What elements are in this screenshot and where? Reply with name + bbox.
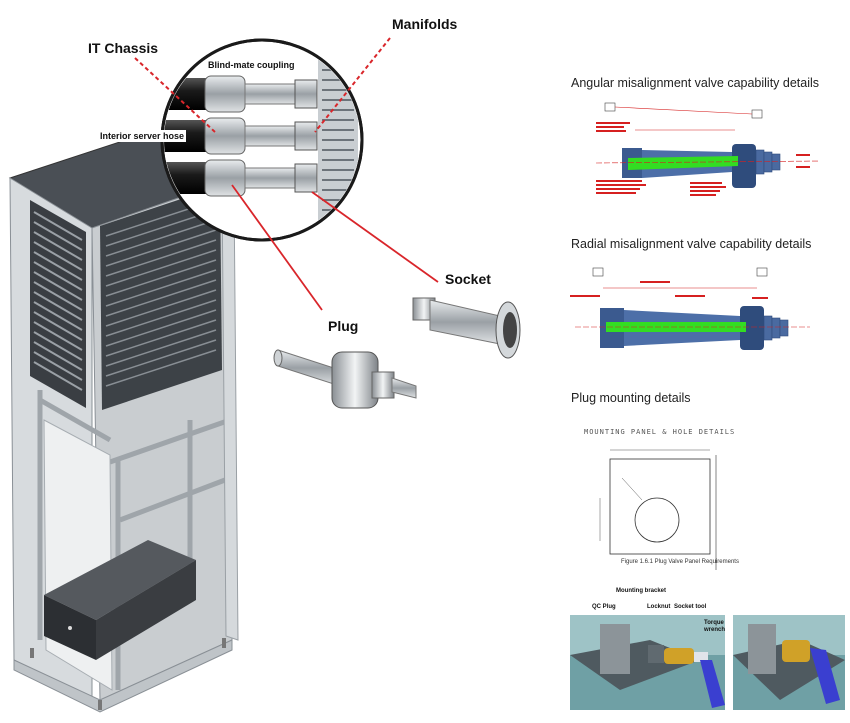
socket-tool-label: Socket tool bbox=[674, 604, 707, 610]
mounting-bracket-label: Mounting bracket bbox=[616, 588, 667, 594]
mounting-drawing-caption: Figure 1.6.1 Plug Valve Panel Requiremen… bbox=[621, 559, 739, 565]
interior-server-hose-label: Interior server hose bbox=[98, 130, 187, 142]
mounting-section-title: Plug mounting details bbox=[571, 391, 691, 405]
qc-plug-label: QC Plug bbox=[592, 604, 616, 610]
torque-wrench-label: Torque wrench bbox=[704, 620, 726, 633]
blind-mate-coupling-label: Blind-mate coupling bbox=[206, 59, 297, 71]
radial-section-title: Radial misalignment valve capability det… bbox=[571, 237, 812, 251]
mounting-drawing-title: MOUNTING PANEL & HOLE DETAILS bbox=[584, 428, 736, 436]
it-chassis-label: IT Chassis bbox=[88, 40, 159, 56]
locknut-label: Locknut bbox=[647, 604, 671, 610]
angular-section-title: Angular misalignment valve capability de… bbox=[571, 76, 820, 90]
socket-label: Socket bbox=[445, 271, 491, 287]
manifolds-label: Manifolds bbox=[392, 16, 458, 32]
plug-label: Plug bbox=[328, 318, 359, 334]
